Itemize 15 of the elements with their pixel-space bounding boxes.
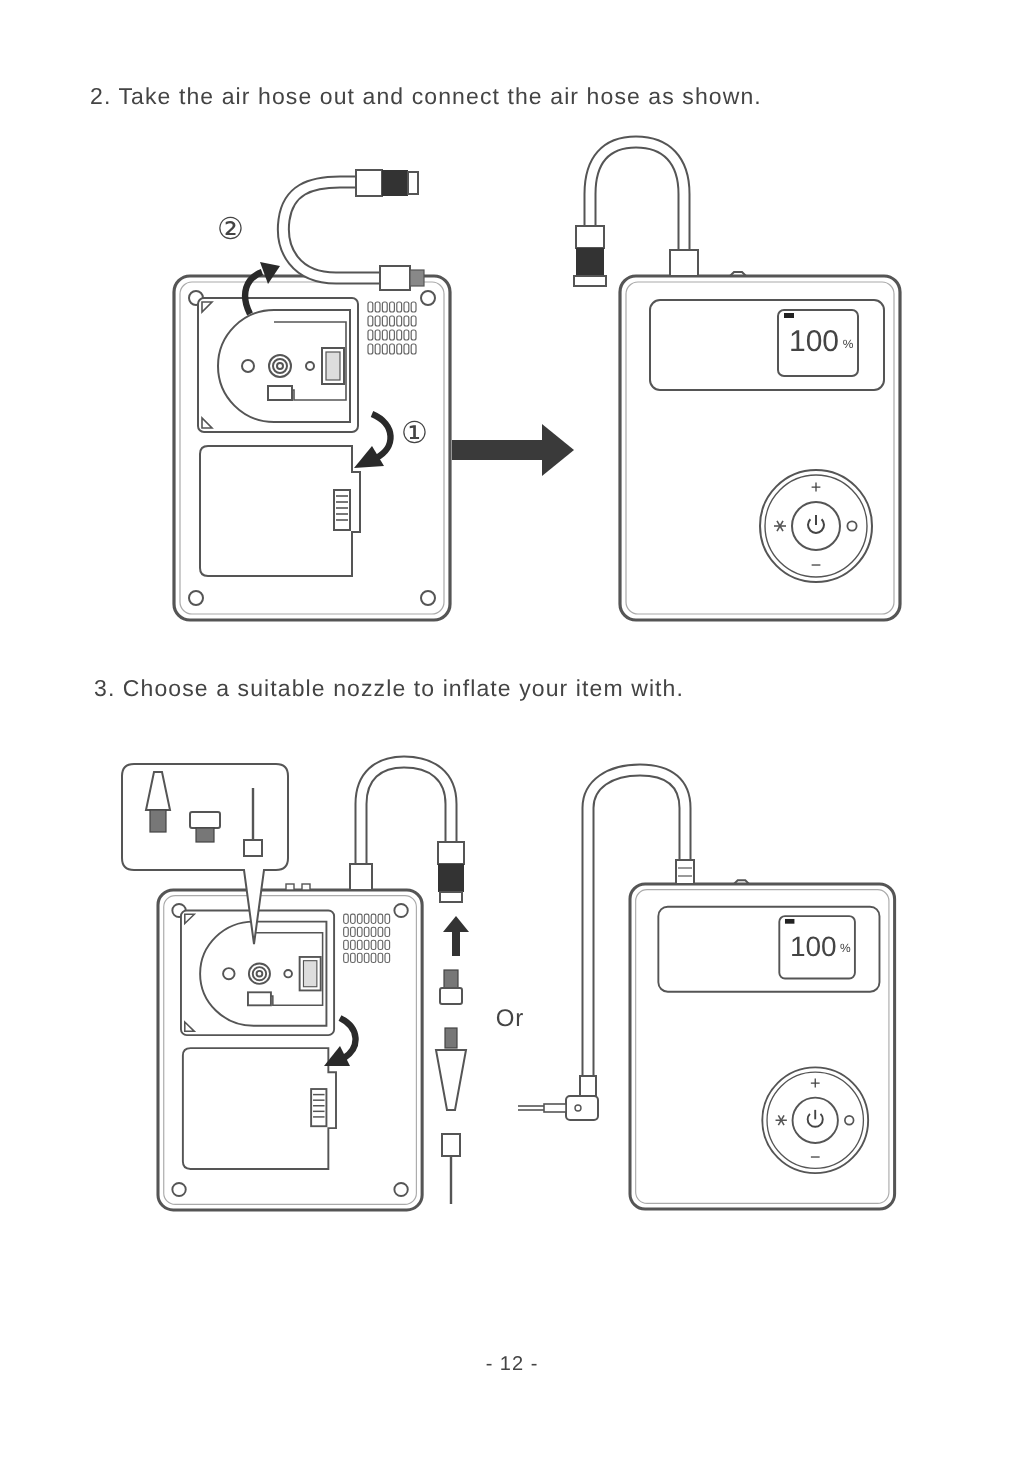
step-instruction: 3. Choose a suitable nozzle to inflate your item with. xyxy=(94,680,684,703)
callout-number: ② xyxy=(217,215,243,245)
pump-back-drawing xyxy=(172,169,452,622)
callout-number: ① xyxy=(401,419,427,449)
minus-label: − xyxy=(810,557,822,575)
plus-label: + xyxy=(810,479,822,497)
display-value: 100 xyxy=(788,327,840,357)
step-instruction: 2. Take the air hose out and connect the air hose as shown. xyxy=(90,88,762,111)
display-value: 100 xyxy=(789,932,837,961)
page-number: - 12 - xyxy=(485,1356,539,1376)
pump-front-drawing xyxy=(573,135,902,622)
plus-label: + xyxy=(809,1075,821,1094)
minus-label: − xyxy=(809,1149,821,1168)
arrow xyxy=(452,424,574,476)
or-label: Or xyxy=(495,1006,525,1030)
